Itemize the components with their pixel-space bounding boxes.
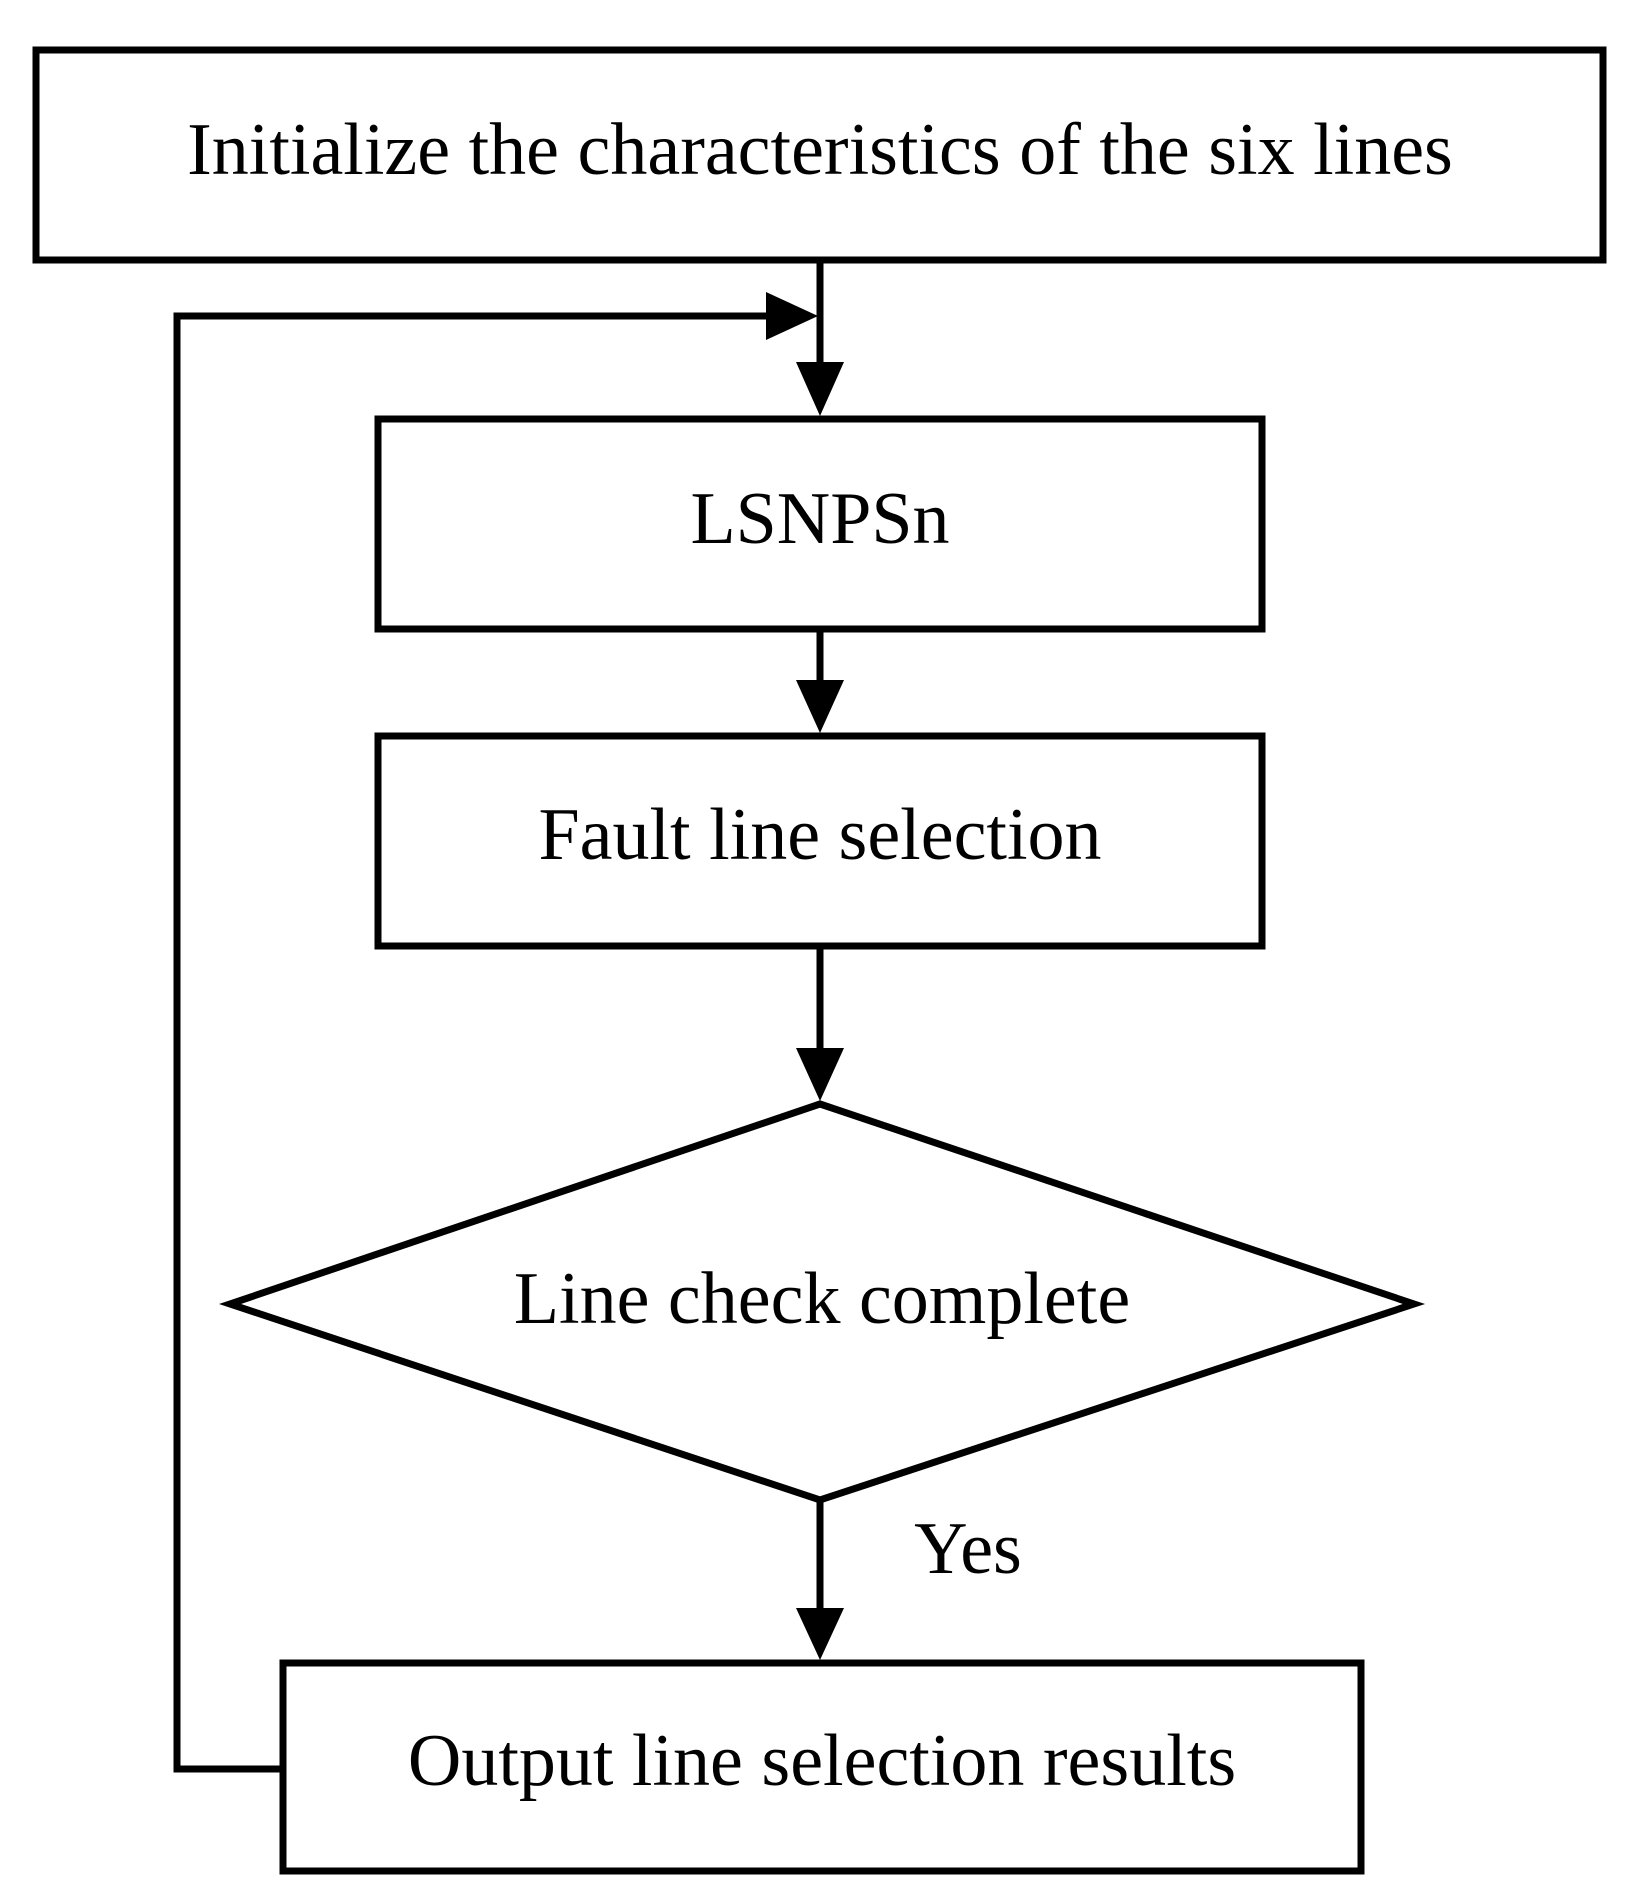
output-label: Output line selection results <box>408 1720 1236 1802</box>
feedback-loop-line <box>173 312 768 1773</box>
arrowhead-output <box>796 1608 844 1660</box>
yes-label: Yes <box>914 1508 1022 1590</box>
arrowhead-feedback <box>766 292 818 340</box>
lsnps-label: LSNPSn <box>690 478 949 560</box>
arrowhead-check <box>796 1048 844 1101</box>
arrowhead-fault <box>796 680 844 733</box>
check-label: Line check complete <box>514 1258 1130 1340</box>
arrowhead-lsnps <box>796 362 844 416</box>
init-label: Initialize the characteristics of the si… <box>187 109 1453 191</box>
fault-label: Fault line selection <box>538 794 1101 876</box>
